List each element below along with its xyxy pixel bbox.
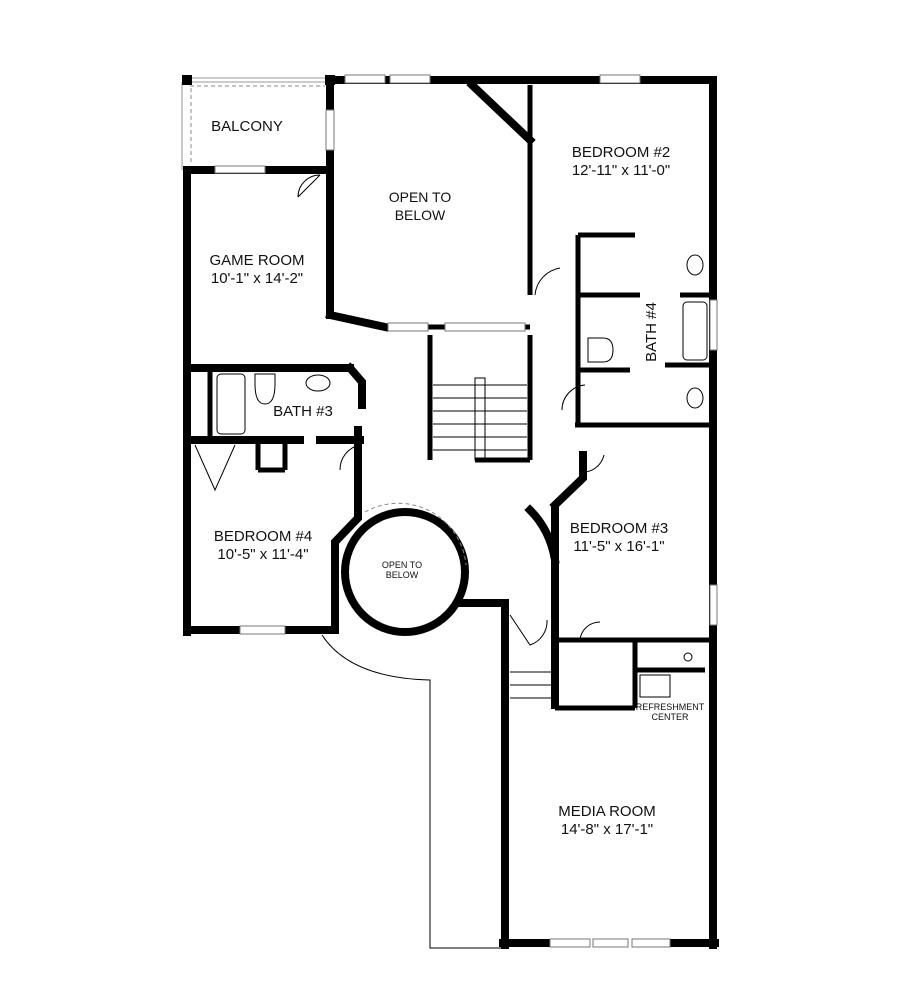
windows [214, 74, 718, 948]
game-room-size: 10'-1" x 14'-2" [211, 270, 303, 287]
open-to-below-label-line1: OPEN TO [389, 189, 452, 205]
refreshment-label-line2: CENTER [651, 712, 689, 722]
media-room-label: MEDIA ROOM [558, 803, 656, 820]
bedroom3-label: BEDROOM #3 [570, 520, 668, 537]
staircase [433, 377, 552, 699]
bedroom4-label: BEDROOM #4 [214, 528, 312, 545]
bedroom2-label: BEDROOM #2 [572, 144, 670, 161]
round-open-label-line1: OPEN TO [382, 560, 422, 570]
balcony-label: BALCONY [211, 118, 283, 135]
round-open-label-line2: BELOW [386, 570, 419, 580]
round-open-to-below [341, 502, 469, 636]
balcony-outline [181, 77, 330, 170]
fixtures [194, 174, 708, 698]
bedroom2-size: 12'-11" x 11'-0" [572, 162, 670, 179]
bedroom4-size: 10'-5" x 11'-4" [217, 546, 308, 563]
refreshment-label-line1: REFRESHMENT [636, 702, 705, 712]
open-to-below-label-line2: BELOW [395, 207, 446, 223]
bath4-label: BATH #4 [643, 302, 660, 362]
bath3-label: BATH #3 [273, 403, 333, 420]
roof-outline [321, 634, 503, 949]
game-room-label: GAME ROOM [209, 252, 304, 269]
bedroom3-size: 11'-5" x 16'-1" [573, 538, 664, 555]
media-room-size: 14'-8" x 17'-1" [561, 821, 653, 838]
